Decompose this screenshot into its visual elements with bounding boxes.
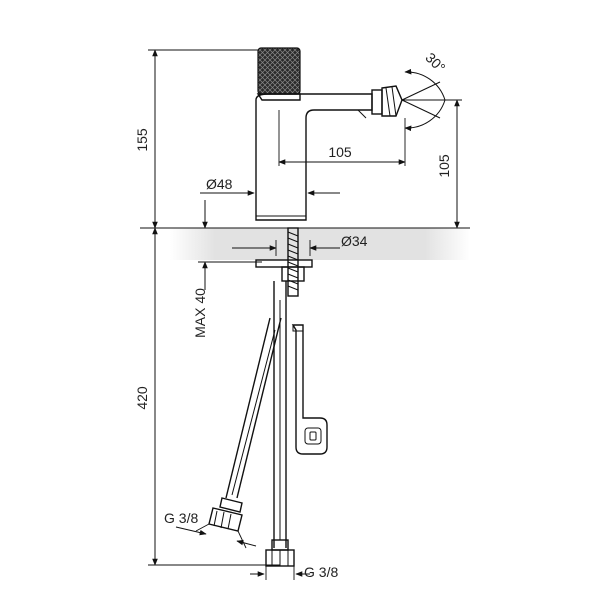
angle-label: 30° xyxy=(422,49,448,75)
vertical-supply-hose xyxy=(273,281,287,548)
popup-rod xyxy=(291,324,328,455)
handle-base xyxy=(256,93,301,101)
spout-height-dimension: 105 xyxy=(300,99,462,229)
height-lower-label: 420 xyxy=(134,386,150,410)
knurled-handle xyxy=(257,47,301,95)
left-connector-label: G 3/8 xyxy=(164,510,198,526)
bottom-connector-label: G 3/8 xyxy=(304,564,338,580)
bottom-connector: G 3/8 xyxy=(250,539,338,580)
mixer-body xyxy=(255,93,373,221)
mounting-washer xyxy=(255,259,313,268)
spout-reach-label: 105 xyxy=(328,144,352,160)
spout-height-label: 105 xyxy=(436,154,452,178)
angle-indicator: 30° xyxy=(401,49,449,132)
deck-shading xyxy=(170,228,470,260)
body-diameter-dimension: Ø48 xyxy=(200,176,340,196)
overall-height-dimension: 155 420 xyxy=(134,49,280,566)
height-upper-label: 155 xyxy=(134,128,150,152)
mounting-nut xyxy=(281,266,305,282)
hole-diameter-label: Ø34 xyxy=(341,233,368,249)
body-diameter-label: Ø48 xyxy=(206,176,233,192)
max-deck-thickness-dimension: MAX 40 xyxy=(192,200,262,338)
left-connector: G 3/8 xyxy=(164,497,257,549)
hole-diameter-dimension: Ø34 xyxy=(232,233,368,256)
spray-head xyxy=(371,85,440,117)
max-deck-thickness-label: MAX 40 xyxy=(192,288,208,338)
spout-reach-dimension: 105 xyxy=(278,110,406,166)
angled-supply-hose xyxy=(225,317,282,499)
threaded-rod xyxy=(287,227,299,297)
